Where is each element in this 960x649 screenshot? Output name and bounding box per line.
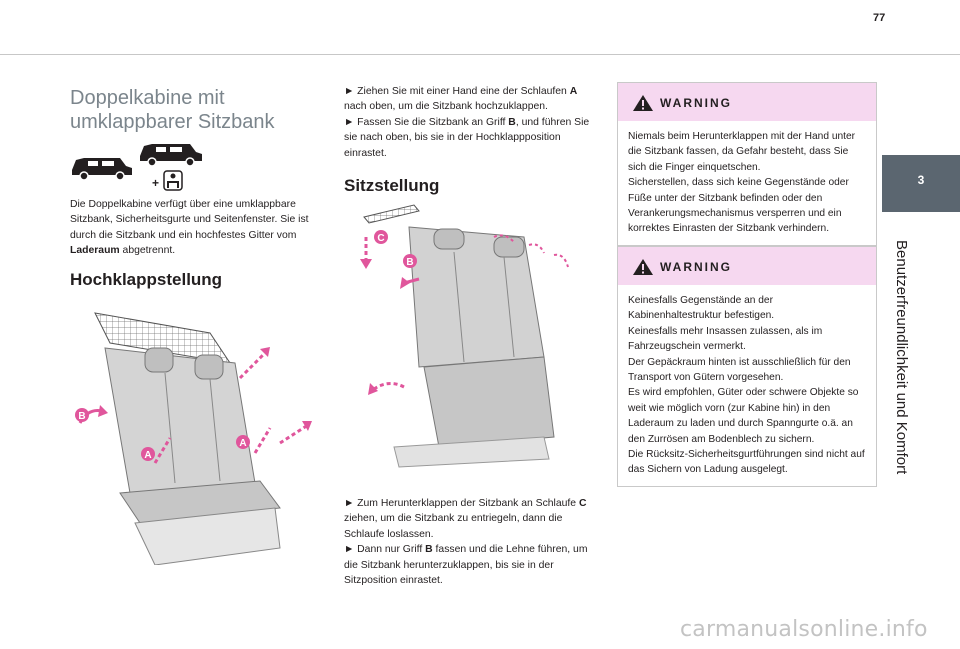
watermark: carmanualsonline.info (680, 617, 928, 642)
warning1-line: Sicherstellen, dass sich keine Gegenstän… (628, 177, 849, 235)
callout-b-label: B (78, 411, 85, 422)
subheading-seat-position: Sitzstellung (344, 176, 440, 195)
warning-header-2: WARNING (618, 247, 876, 285)
header-rule (0, 54, 960, 55)
van-icon-left (72, 158, 132, 181)
step-1: ► Ziehen Sie mit einer Hand eine der Sch… (344, 86, 590, 159)
warning-header-1: WARNING (618, 83, 876, 121)
callout-a-right (236, 435, 250, 449)
warning2-line: Keinesfalls mehr Insassen zulassen, als … (628, 325, 823, 353)
subheading-folded-up: Hochklappstellung (70, 270, 223, 289)
callout-b-2 (403, 254, 417, 268)
vehicle-icons: + (72, 144, 202, 191)
illustration-folded-up: B A A (75, 312, 312, 565)
warning2-line: Es wird empfohlen, Güter oder schwere Ob… (628, 387, 859, 445)
page-number: 77 (873, 12, 886, 24)
section-heading: Doppelkabine mit umklappbarer Sitzbank (70, 87, 275, 133)
callout-a-right-label: A (239, 438, 246, 449)
warning-box-1: WARNING Niemals beim Herunterklappen mit… (617, 82, 877, 246)
intro-paragraph: Die Doppelkabine verfügt über eine umkla… (70, 199, 309, 257)
warning-title-2: WARNING (660, 260, 732, 274)
warning2-line: Die Rücksitz-Sicherheitsgurtführungen si… (628, 449, 865, 476)
warning-body-2: Keinesfalls Gegenstände an der Kabinenha… (618, 285, 876, 486)
chapter-tab[interactable]: 3 (882, 155, 960, 212)
svg-text:+: + (152, 176, 159, 190)
illustration-seat-position: C B (360, 204, 569, 468)
callout-b-2-label: B (406, 257, 413, 268)
step-3: ► Zum Herunterklappen der Sitzbank an Sc… (344, 498, 588, 587)
warning-triangle-icon (633, 95, 653, 111)
chapter-title: Benutzerfreundlichkeit und Komfort (893, 240, 910, 475)
callout-b (75, 408, 89, 422)
callout-c-label: C (377, 233, 384, 244)
callout-c (374, 230, 388, 244)
warning2-line: Keinesfalls Gegenstände an der Kabinenha… (628, 295, 775, 322)
warning-triangle-icon (633, 259, 653, 275)
callout-a-left (141, 447, 155, 461)
warning-box-2: WARNING Keinesfalls Gegenstände an der K… (617, 246, 877, 487)
callout-a-left-label: A (144, 450, 151, 461)
warning-title-1: WARNING (660, 96, 732, 110)
warning-body-1: Niemals beim Herunterklappen mit der Han… (618, 121, 876, 245)
warning2-line: Der Gepäckraum hinten ist ausschließlich… (628, 356, 851, 384)
chapter-number: 3 (917, 173, 925, 187)
seat-plus-icon: + (152, 170, 183, 191)
van-icon-right (140, 144, 202, 167)
warning1-line: Niemals beim Herunterklappen mit der Han… (628, 131, 856, 173)
